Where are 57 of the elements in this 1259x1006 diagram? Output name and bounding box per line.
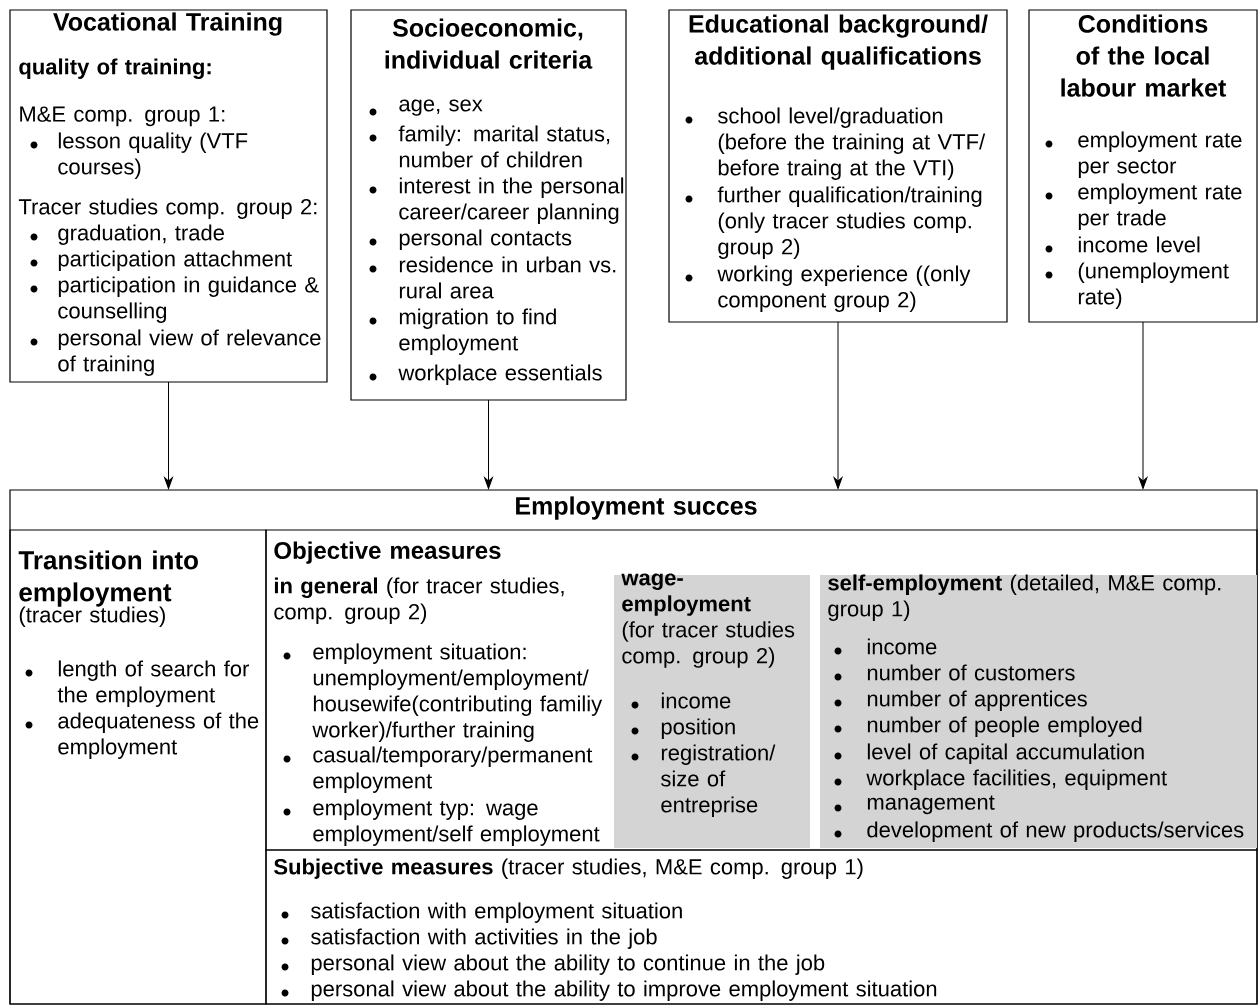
box-heading: Socioeconomic, individual criteria	[385, 18, 593, 69]
heading: Objective measures	[274, 541, 501, 564]
criteria-box	[350, 9, 627, 401]
bullet-item: registration/ size of entreprise	[631, 744, 776, 817]
body-text: self-employment (detailed, M&E comp. group 1)	[828, 574, 1221, 621]
bullet-item: number of customers	[834, 664, 1075, 681]
bullet-item: graduation, trade	[30, 224, 224, 245]
shaded-box	[820, 575, 1257, 848]
box-heading: Employment succes	[516, 496, 757, 520]
body-text: wage-employment (for tracer studies comp. group 2)	[621, 573, 795, 668]
shaded-box	[614, 575, 810, 848]
arrow	[833, 321, 843, 489]
bullet-item: school level/graduation (before the training at VTF/ before traing at the VTI)	[685, 107, 986, 180]
bullet-item: level of capital accumulation	[834, 743, 1144, 764]
bullet-item: satisfaction with employment situation	[281, 902, 682, 923]
bullet-item: adequateness of the employment	[25, 712, 259, 759]
criteria-box	[1028, 9, 1258, 323]
bullet-item: personal contacts	[369, 229, 572, 250]
bullet-item: management	[834, 795, 995, 815]
bullet-item: workplace essentials	[369, 364, 602, 385]
bullet-item: working experience ((only component group 2)	[685, 265, 971, 312]
arrow	[164, 381, 173, 489]
bullet-item: number of people employed	[834, 716, 1142, 737]
bullet-item: income level	[1045, 236, 1200, 253]
arrow	[1138, 321, 1148, 489]
bullet-item: number of apprentices	[834, 690, 1087, 711]
arrow	[484, 399, 493, 489]
table-cell	[265, 529, 1258, 851]
subheading: quality of training:	[19, 58, 211, 79]
criteria-box	[668, 9, 1008, 323]
body-text: M&E comp. group 1:	[20, 106, 225, 127]
bullet-item: (unemployment rate)	[1045, 262, 1229, 309]
table-cell	[9, 529, 267, 1005]
bullet-item: income	[631, 692, 731, 709]
bullet-item: age, sex	[369, 99, 483, 116]
box-heading: Vocational Training	[53, 12, 282, 36]
box-heading: Conditions of the local labour market	[1061, 14, 1227, 97]
criteria-box	[9, 9, 328, 383]
bullet-item: workplace facilities, equipment	[834, 769, 1167, 790]
body-text: Tracer studies comp. group 2:	[18, 198, 317, 219]
bullet-item: personal view about the ability to improve employment situation	[281, 980, 937, 1001]
bullet-item: satisfaction with activities in the job	[281, 928, 657, 949]
heading: Transition into employment	[18, 550, 198, 607]
box-heading: Educational background/ additional qualifications	[689, 14, 988, 70]
bullet-item: participation attachment	[30, 250, 292, 271]
bullet-item: personal view about the ability to continue in the job	[281, 954, 825, 975]
body-text: in general (for tracer studies, comp. group 2)	[274, 577, 564, 624]
table-cell	[265, 849, 1258, 1005]
body-text: Subjective measures (tracer studies, M&E comp. group 1)	[274, 858, 863, 879]
bullet-item: lesson quality (VTF courses)	[30, 132, 248, 179]
body-text: (tracer studies)	[19, 606, 165, 627]
bullet-item: employment typ: wage employment/self employment	[283, 799, 600, 846]
bullet-item: further qualification/training (only tracer studies comp. group 2)	[685, 186, 982, 259]
bullet-item: income	[834, 638, 937, 655]
bullet-item: personal view of relevance of training	[30, 329, 321, 376]
bullet-item: position	[631, 718, 735, 739]
bullet-item: development of new products/services	[834, 821, 1244, 842]
